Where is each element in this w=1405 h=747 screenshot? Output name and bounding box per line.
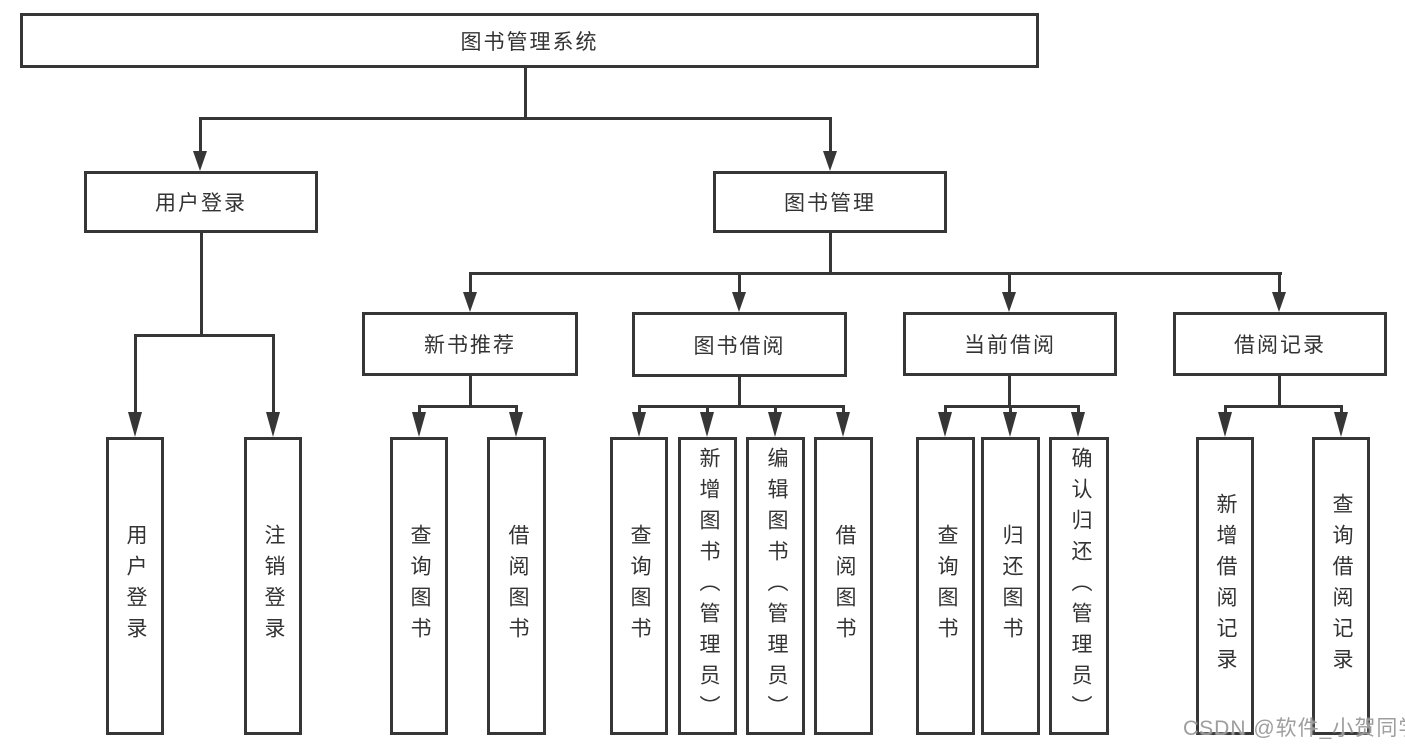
arrowhead-down [1003, 412, 1017, 437]
leaf-query-books-borrow: 查询图书 [610, 437, 668, 735]
connector-line [1008, 272, 1011, 294]
csdn-watermark: CSDN @软件_小贺同学 [1183, 717, 1405, 740]
arrowhead-down [836, 412, 850, 437]
leaf-return-book: 归还图书 [981, 437, 1040, 735]
arrowhead-down [193, 151, 207, 171]
connector-line [469, 272, 1282, 275]
leaf-edit-book-admin: 编辑图书（管理员） [746, 437, 805, 735]
leaf-logout: 注销登录 [244, 437, 302, 735]
connector-line [1224, 405, 1227, 415]
arrowhead-down [412, 412, 426, 437]
connector-line [706, 405, 709, 415]
connector-line [1278, 272, 1281, 294]
connector-line [200, 233, 203, 336]
arrowhead-down [266, 412, 280, 437]
connector-line [200, 117, 832, 120]
arrowhead-down [1272, 292, 1286, 312]
leaf-query-books-current: 查询图书 [916, 437, 975, 735]
node-current-borrow: 当前借阅 [903, 312, 1117, 376]
connector-line [1278, 376, 1281, 408]
arrowhead-down [700, 412, 714, 437]
arrowhead-down [128, 412, 142, 437]
connector-line [134, 334, 275, 337]
node-book-borrow: 图书借阅 [632, 312, 847, 377]
arrowhead-down [1334, 412, 1348, 437]
arrowhead-down [509, 412, 523, 437]
arrowhead-down [732, 292, 746, 312]
leaf-add-book-admin: 新增图书（管理员） [678, 437, 737, 735]
leaf-borrow-books-borrow: 借阅图书 [814, 437, 873, 735]
connector-line [1008, 376, 1011, 408]
connector-line [829, 233, 832, 275]
leaf-borrow-books-recommend: 借阅图书 [487, 437, 546, 735]
leaf-add-borrow-record: 新增借阅记录 [1196, 437, 1254, 735]
node-borrow-records: 借阅记录 [1173, 312, 1387, 376]
connector-line [134, 334, 137, 413]
connector-line [199, 117, 202, 152]
connector-line [638, 405, 641, 415]
arrowhead-down [463, 292, 477, 312]
leaf-query-borrow-record: 查询借阅记录 [1312, 437, 1370, 735]
arrowhead-down [1002, 292, 1016, 312]
node-user-login: 用户登录 [84, 171, 318, 233]
connector-line [842, 405, 845, 415]
connector-line [1340, 405, 1343, 415]
leaf-query-books-recommend: 查询图书 [390, 437, 448, 735]
connector-line [944, 405, 1080, 408]
arrowhead-down [1071, 412, 1085, 437]
connector-line [1077, 405, 1080, 415]
node-system-root: 图书管理系统 [20, 13, 1039, 68]
arrowhead-down [938, 412, 952, 437]
node-new-book-recommend: 新书推荐 [362, 312, 578, 376]
leaf-user-login: 用户登录 [106, 437, 164, 735]
arrowhead-down [823, 151, 837, 171]
connector-line [524, 68, 527, 120]
connector-line [272, 334, 275, 413]
node-book-management: 图书管理 [713, 171, 947, 233]
connector-line [738, 377, 741, 408]
connector-line [418, 405, 421, 415]
leaf-confirm-return-admin: 确认归还（管理员） [1049, 437, 1109, 735]
connector-line [774, 405, 777, 415]
connector-line [944, 405, 947, 415]
arrowhead-down [1218, 412, 1232, 437]
connector-line [515, 405, 518, 415]
arrowhead-down [768, 412, 782, 437]
connector-line [469, 272, 472, 294]
arrowhead-down [632, 412, 646, 437]
connector-line [1009, 405, 1012, 415]
connector-line [638, 405, 845, 408]
connector-line [829, 117, 832, 152]
connector-line [469, 375, 472, 408]
connector-line [738, 272, 741, 294]
connector-line [418, 405, 518, 408]
connector-line [1224, 405, 1343, 408]
